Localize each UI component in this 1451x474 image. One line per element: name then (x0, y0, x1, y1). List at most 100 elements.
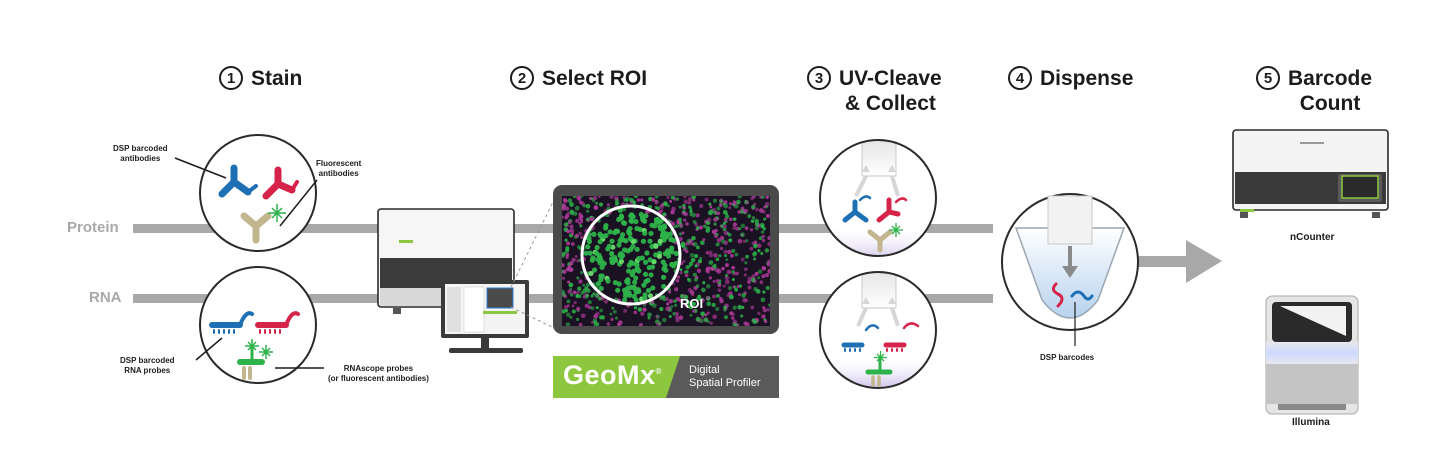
tissue-cell (682, 259, 686, 263)
tissue-cell (662, 317, 667, 323)
tissue-cell (592, 196, 598, 201)
tissue-cell (754, 218, 759, 224)
tissue-cell (741, 206, 745, 210)
tissue-cell (694, 253, 699, 259)
tissue-cell (690, 257, 696, 263)
tissue-cell (703, 224, 707, 229)
tissue-cell (744, 322, 750, 326)
tissue-cell (583, 250, 589, 256)
tissue-cell (678, 232, 683, 236)
tissue-cell (587, 250, 593, 256)
tissue-cell (566, 304, 570, 308)
tissue-cell (627, 235, 633, 241)
tissue-cell (597, 232, 604, 238)
tissue-cell (740, 314, 744, 318)
uv-collect-protein (819, 139, 937, 257)
tissue-cell (699, 203, 704, 208)
tissue-cell (676, 219, 680, 223)
protein-row-label: Protein (67, 219, 119, 236)
tissue-cell (566, 241, 571, 246)
tissue-cell (595, 201, 599, 205)
tissue-cell (585, 244, 591, 250)
tissue-cell (575, 317, 580, 322)
tissue-cell (597, 255, 603, 261)
tissue-cell (759, 222, 765, 228)
tissue-cell (723, 315, 728, 320)
tissue-cell (640, 238, 647, 244)
tissue-cell (657, 219, 663, 225)
tissue-cell (685, 300, 691, 305)
tissue-cell (562, 263, 565, 268)
tissue-cell (733, 286, 738, 290)
tissue-cell (663, 201, 669, 207)
tissue-cell (567, 289, 572, 294)
tissue-cell (665, 253, 672, 259)
tissue-cell (717, 288, 722, 292)
tissue-cell (675, 224, 680, 228)
tissue-cell (639, 255, 645, 261)
tissue-cell (607, 229, 613, 235)
tissue-cell (574, 205, 580, 211)
tissue-cell (722, 223, 727, 229)
tissue-cell (637, 307, 643, 312)
tissue-cell (614, 198, 619, 203)
tissue-cell (754, 271, 759, 276)
tissue-cell (671, 206, 676, 212)
tissue-cell (762, 227, 766, 231)
tissue-cell (731, 316, 735, 320)
tissue-cell (603, 223, 609, 229)
tissue-cell (688, 304, 694, 310)
tissue-cell (684, 246, 688, 250)
tissue-cell (747, 285, 752, 290)
tissue-cell (764, 273, 770, 278)
tissue-cell (590, 255, 596, 261)
tissue-cell (576, 290, 580, 295)
tissue-cell (629, 212, 635, 218)
tissue-cell (712, 198, 718, 203)
tissue-cell (709, 266, 714, 271)
tissue-cell (709, 253, 714, 258)
tissue-cell (716, 269, 722, 274)
tissue-cell (715, 306, 720, 311)
tissue-cell (747, 214, 752, 219)
tissue-cell (695, 316, 701, 322)
tissue-cell (744, 261, 748, 265)
tissue-cell (670, 237, 677, 244)
tissue-cell (743, 273, 747, 277)
tissue-cell (695, 213, 700, 218)
tissue-cell (659, 306, 664, 312)
tissue-cell (696, 226, 700, 230)
step-3-heading: 3 UV-Cleave& Collect (807, 66, 942, 116)
tissue-cell (643, 259, 649, 265)
tissue-cell (757, 249, 761, 253)
tissue-cell (737, 238, 743, 244)
tissue-cell (567, 198, 573, 203)
tissue-cell (749, 228, 754, 232)
tissue-cell (696, 245, 700, 250)
tissue-cell (766, 307, 770, 312)
tissue-cell (578, 322, 583, 326)
roi-label: ROI (680, 296, 704, 311)
step-number: 1 (219, 66, 243, 90)
tissue-cell (661, 283, 667, 290)
tissue-cell (740, 232, 745, 238)
tissue-cell (590, 294, 594, 298)
tissue-cell (732, 319, 737, 324)
tissue-cell (707, 210, 713, 216)
tissue-cell (686, 238, 691, 244)
tissue-cell (569, 224, 574, 229)
tissue-cell (566, 211, 571, 216)
tissue-cell (741, 293, 746, 298)
tissue-cell (597, 196, 601, 198)
rna-row-label: RNA (89, 289, 122, 306)
tissue-cell (622, 207, 627, 212)
tissue-cell (700, 311, 705, 316)
tissue-cell (714, 229, 718, 232)
tissue-cell (645, 277, 651, 283)
tissue-cell (564, 238, 568, 242)
step-2-heading: 2 Select ROI (510, 66, 647, 91)
tissue-cell (663, 234, 669, 240)
tissue-cell (691, 196, 696, 200)
tissue-cell (716, 294, 720, 298)
